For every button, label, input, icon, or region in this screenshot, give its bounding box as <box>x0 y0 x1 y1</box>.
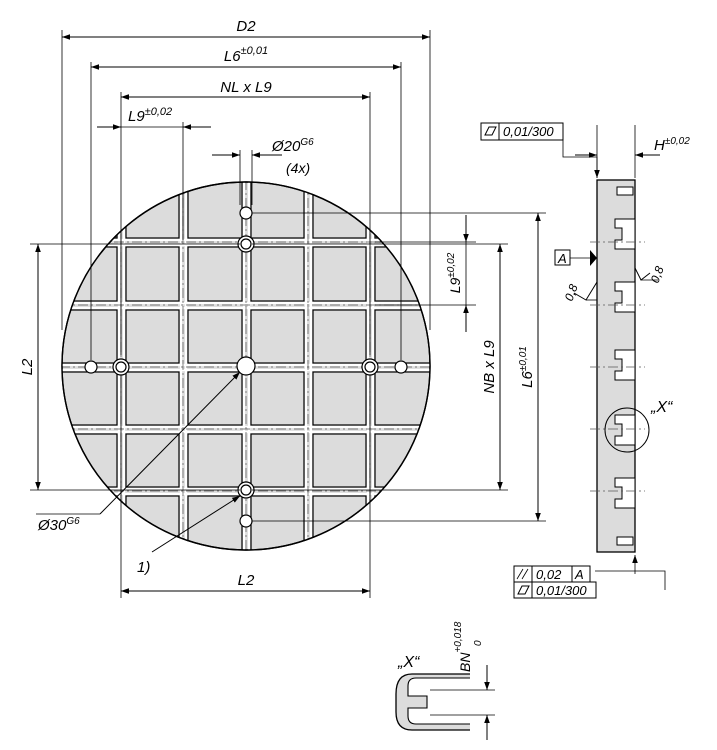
l9-top-label: L9 <box>128 108 145 125</box>
flatness-top-value: 0,01/300 <box>503 124 554 139</box>
svg-text:Ø20G6: Ø20G6 <box>271 137 314 155</box>
datum-triangle-icon <box>590 250 597 266</box>
tolerance-frames-bottom: 0,02 A 0,01/300 <box>513 555 666 599</box>
roughness-right: 0,8 <box>634 264 667 285</box>
locating-holes <box>84 206 408 528</box>
d30-label: Ø30 <box>37 517 67 534</box>
svg-text:L9±0,02: L9±0,02 <box>446 252 463 293</box>
plate-front-view <box>61 181 431 551</box>
plate-side-view <box>590 179 650 553</box>
svg-text:L6±0,01: L6±0,01 <box>518 346 536 388</box>
leader-note-1: 1) <box>137 495 241 576</box>
flatness-icon <box>484 126 497 136</box>
l6-right-tolerance: ±0,01 <box>518 346 529 371</box>
flatness-bottom-value: 0,01/300 <box>536 583 587 598</box>
bn-tolerance-upper: +0,018 <box>453 621 464 652</box>
dimension-l6-top: L6±0,01 <box>90 45 402 360</box>
dimension-l9-right: L9±0,02 <box>375 215 476 332</box>
svg-text:L9±0,02: L9±0,02 <box>128 106 172 125</box>
d2-label: D2 <box>236 18 256 35</box>
parallelism-icon <box>516 568 529 580</box>
d20-tolerance: G6 <box>300 137 314 148</box>
dimension-l6-right: L6±0,01 <box>252 212 546 522</box>
dimension-nl-l9: NL x L9 <box>120 79 371 355</box>
parallel-ref: A <box>574 567 584 582</box>
dimension-l2-left: L2 <box>19 243 240 491</box>
datum-a-label: A <box>557 251 567 266</box>
bn-tolerance-lower: 0 <box>473 640 484 646</box>
dimension-d2: D2 <box>61 18 431 330</box>
nb-l9-label: NB x L9 <box>481 340 498 394</box>
l2-bottom-label: L2 <box>238 572 255 589</box>
dimension-h: H±0,02 <box>575 125 690 178</box>
dimension-l9-top: L9±0,02 <box>97 106 211 240</box>
parallel-value: 0,02 <box>536 567 562 582</box>
detail-x-label: „X“ <box>650 399 674 416</box>
l6-right-label: L6 <box>519 370 536 387</box>
leader-d30: Ø30G6 <box>36 371 241 534</box>
note-1-label: 1) <box>137 559 150 576</box>
d20-label: Ø20 <box>271 138 301 155</box>
svg-text:Ø30G6: Ø30G6 <box>37 516 80 534</box>
d20-count: (4x) <box>286 160 310 176</box>
rough-left-value: 0,8 <box>562 282 581 303</box>
detail-x: „X“ BN+0,018 0 <box>395 621 495 740</box>
l6-top-label: L6 <box>224 48 241 65</box>
dimension-nb-l9: NB x L9 <box>252 243 508 491</box>
h-label: H <box>654 137 665 154</box>
nl-l9-label: NL x L9 <box>220 79 272 96</box>
l9-right-label: L9 <box>447 277 463 293</box>
rough-right-value: 0,8 <box>648 264 667 285</box>
h-tolerance: ±0,02 <box>665 136 690 147</box>
l9-top-tolerance: ±0,02 <box>145 106 172 118</box>
svg-text:L6±0,01: L6±0,01 <box>224 45 268 65</box>
l9-right-tolerance: ±0,02 <box>446 252 457 277</box>
roughness-left: 0,8 <box>562 281 598 303</box>
l6-top-tolerance: ±0,01 <box>241 45 268 57</box>
flatness-icon <box>517 585 530 595</box>
flatness-frame-top: 0,01/300 <box>480 122 600 178</box>
bn-label: BN <box>457 652 473 672</box>
l2-left-label: L2 <box>19 358 36 375</box>
dimension-l2-bottom: L2 <box>120 375 371 598</box>
svg-text:BN+0,018: BN+0,018 <box>453 621 473 672</box>
detail-x-bottom-label: „X“ <box>397 654 421 671</box>
dimension-d20: Ø20G6 (4x) <box>212 137 314 205</box>
svg-text:H±0,02: H±0,02 <box>654 136 690 154</box>
detail-x-circle <box>604 407 650 453</box>
d30-tolerance: G6 <box>66 516 80 527</box>
datum-a: A <box>554 249 597 266</box>
